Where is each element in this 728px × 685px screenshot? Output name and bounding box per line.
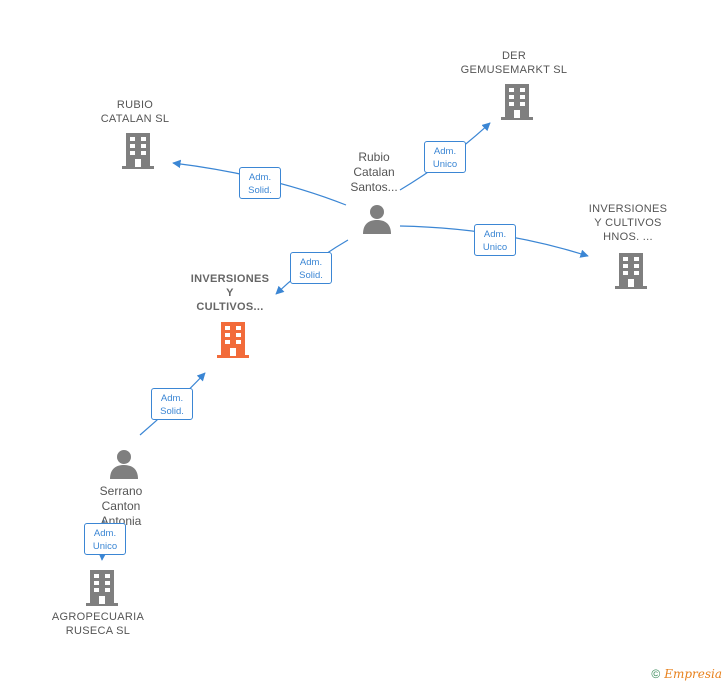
role-badge: Adm.Solid. [290, 252, 332, 284]
company-label-der-gemusemarkt[interactable]: DER GEMUSEMARKT SL [460, 50, 568, 76]
company-label-rubio-catalan-sl[interactable]: RUBIO CATALAN SL [100, 99, 170, 125]
building-icon[interactable] [501, 84, 533, 120]
person-icon[interactable] [362, 204, 392, 234]
copyright-symbol: © [651, 667, 661, 681]
role-badge: Adm.Solid. [239, 167, 281, 199]
role-badge: Adm.Unico [84, 523, 126, 555]
company-label-inversiones-hnos[interactable]: INVERSIONES Y CULTIVOS HNOS. ... [588, 203, 668, 243]
role-badge: Adm.Unico [474, 224, 516, 256]
building-icon[interactable] [615, 253, 647, 289]
role-badge: Adm.Unico [424, 141, 466, 173]
brand-logo: Empresia [664, 667, 722, 681]
building-icon[interactable] [86, 570, 118, 606]
person-label-rubio-santos[interactable]: Rubio Catalan Santos... [350, 150, 398, 194]
role-badge: Adm.Solid. [151, 388, 193, 420]
company-label-agropecuaria[interactable]: AGROPECUARIA RUSECA SL [51, 611, 145, 637]
company-label-inversiones-focus[interactable]: INVERSIONES Y CULTIVOS... [190, 273, 270, 313]
footer-brand[interactable]: ©Empresia [651, 667, 722, 681]
person-icon[interactable] [109, 449, 139, 479]
building-icon[interactable] [122, 133, 154, 169]
building-icon-focus[interactable] [217, 322, 249, 358]
